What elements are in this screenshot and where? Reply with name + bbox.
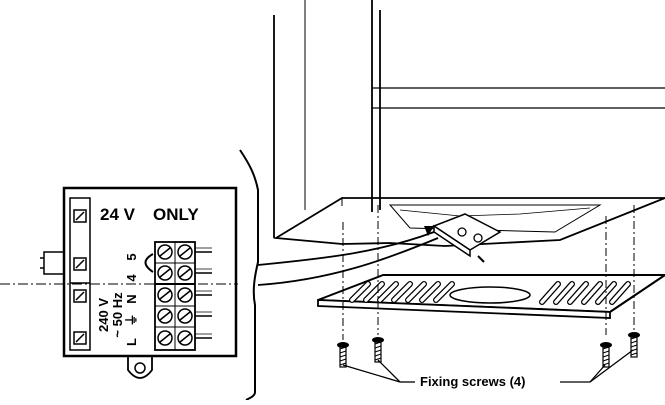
terminal-leads [195, 247, 212, 339]
cover-slot [449, 286, 531, 304]
ventilation-slots [349, 281, 631, 305]
terminal-box-body [62, 186, 238, 358]
terminal-screw-icon [157, 308, 173, 324]
terminal-screw-icon [177, 308, 193, 324]
mounting-hole [134, 362, 146, 374]
junction-box [432, 213, 502, 263]
jumper-link [144, 253, 154, 273]
terminal-screw-icon [157, 287, 173, 303]
voltage-label: 24 V [100, 205, 136, 224]
terminal-n-label: N [124, 294, 139, 303]
terminal-screw-icon [157, 265, 173, 281]
terminal-box: 24 V ONLY 5 4 N ⏚ L 240 V ~ 50 Hz [40, 186, 238, 379]
terminal-screw-icon [177, 265, 193, 281]
fixing-screws [337, 332, 640, 368]
mains-voltage-label: 240 V [96, 298, 111, 332]
screw-axes [342, 205, 635, 340]
cabinet-housing [273, 0, 665, 247]
screw-icon [73, 257, 87, 271]
terminal-screw-icon [177, 244, 193, 260]
fixing-screw-icon [372, 337, 384, 363]
screw-icon [73, 289, 87, 303]
arrow-head-icon [424, 226, 434, 236]
screw-icon [73, 209, 87, 223]
terminal-5-label: 5 [124, 253, 139, 260]
terminal-l-label: L [124, 338, 139, 346]
terminal-screw-icon [157, 244, 173, 260]
terminal-screw-icon [177, 287, 193, 303]
only-label: ONLY [153, 205, 199, 224]
fixing-screws-label: Fixing screws (4) [420, 374, 525, 389]
terminal-screw-icon [177, 330, 193, 346]
terminal-4-label: 4 [124, 274, 139, 282]
cover-plate [317, 274, 665, 319]
callout-leaders [342, 349, 634, 383]
fixing-screw-icon [337, 342, 349, 368]
terminal-screw-icon [157, 330, 173, 346]
screw-icon [73, 331, 87, 345]
terminal-screws [157, 244, 193, 346]
fixing-screw-icon [628, 332, 640, 358]
detail-callout-line [257, 231, 435, 266]
cable-gland [43, 251, 65, 275]
detail-break-line [239, 149, 259, 401]
terminal-earth-label: ⏚ [124, 313, 139, 326]
mains-frequency-label: ~ 50 Hz [110, 292, 125, 338]
fixing-screw-icon [600, 342, 612, 368]
